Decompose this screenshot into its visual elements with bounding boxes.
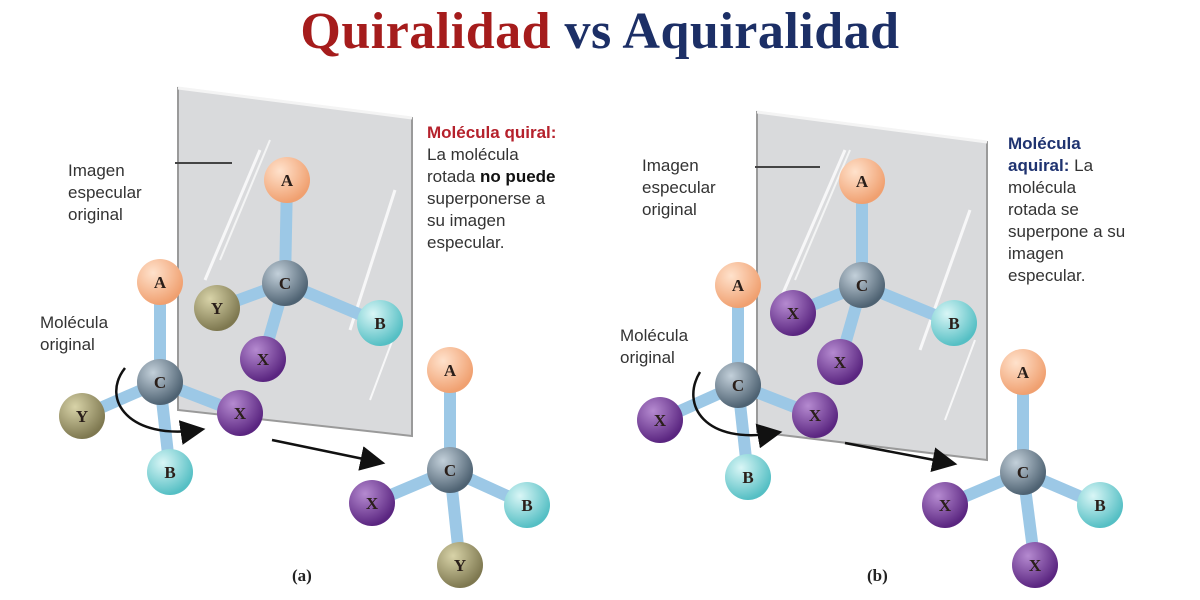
title-aquiralidad: Aquiralidad bbox=[622, 3, 900, 60]
label-original-molecule-a: Molécula original bbox=[40, 313, 109, 354]
svg-text:C: C bbox=[732, 376, 744, 395]
atom-y bbox=[194, 285, 240, 331]
svg-text:X: X bbox=[654, 411, 667, 430]
title-quiralidad: Quiralidad bbox=[300, 3, 552, 60]
original-molecule-a: A Y X B C bbox=[59, 259, 263, 495]
atom-b bbox=[357, 300, 403, 346]
svg-text:A: A bbox=[856, 172, 869, 191]
mirror-molecule-b: A X B X C bbox=[770, 158, 977, 385]
svg-text:C: C bbox=[279, 274, 291, 293]
svg-text:A: A bbox=[444, 361, 457, 380]
atom-x bbox=[240, 336, 286, 382]
transform-arrow-b bbox=[844, 441, 958, 473]
mirror-a bbox=[177, 86, 413, 438]
svg-text:X: X bbox=[234, 404, 247, 423]
svg-text:Y: Y bbox=[76, 407, 88, 426]
svg-text:B: B bbox=[521, 496, 532, 515]
label-mirror-image-a: Imagen especular original bbox=[68, 161, 142, 224]
svg-text:C: C bbox=[1017, 463, 1029, 482]
description-achiral: Molécula aquiral: La molécula rotada se … bbox=[1008, 134, 1126, 285]
svg-text:Y: Y bbox=[211, 299, 223, 318]
description-chiral: Molécula quiral: La molécula rotada no p… bbox=[427, 123, 557, 252]
svg-text:B: B bbox=[1094, 496, 1105, 515]
svg-text:X: X bbox=[939, 496, 952, 515]
rotated-molecule-b: A X B X C bbox=[922, 349, 1123, 588]
svg-text:Y: Y bbox=[454, 556, 466, 575]
mirror-molecule-a: A Y B X C bbox=[194, 157, 403, 382]
svg-text:A: A bbox=[281, 171, 294, 190]
rotation-arrow-b bbox=[692, 371, 783, 449]
atom-c bbox=[262, 260, 308, 306]
svg-text:A: A bbox=[154, 273, 167, 292]
svg-text:X: X bbox=[809, 406, 822, 425]
label-original-molecule-b: Molécula original bbox=[620, 326, 689, 367]
original-molecule-b: A X X B C bbox=[637, 262, 838, 500]
svg-text:C: C bbox=[856, 276, 868, 295]
svg-text:X: X bbox=[834, 353, 847, 372]
svg-text:A: A bbox=[732, 276, 745, 295]
rotated-molecule-a: A X B Y C bbox=[349, 347, 550, 588]
svg-text:X: X bbox=[1029, 556, 1042, 575]
svg-text:B: B bbox=[948, 314, 959, 333]
svg-text:C: C bbox=[444, 461, 456, 480]
svg-text:X: X bbox=[366, 494, 379, 513]
svg-text:B: B bbox=[374, 314, 385, 333]
rotation-arrow-a bbox=[115, 367, 206, 445]
caption-b: (b) bbox=[867, 566, 888, 585]
caption-a: (a) bbox=[292, 566, 312, 585]
svg-text:X: X bbox=[257, 350, 270, 369]
transform-arrow-a bbox=[271, 438, 386, 471]
label-mirror-image-b: Imagen especular original bbox=[642, 156, 716, 219]
svg-text:B: B bbox=[742, 468, 753, 487]
title-vs: vs bbox=[551, 3, 623, 60]
page-title: Quiralidad vs Aquiralidad bbox=[0, 2, 1200, 61]
svg-text:C: C bbox=[154, 373, 166, 392]
atom-a bbox=[264, 157, 310, 203]
svg-text:A: A bbox=[1017, 363, 1030, 382]
svg-text:X: X bbox=[787, 304, 800, 323]
svg-text:B: B bbox=[164, 463, 175, 482]
